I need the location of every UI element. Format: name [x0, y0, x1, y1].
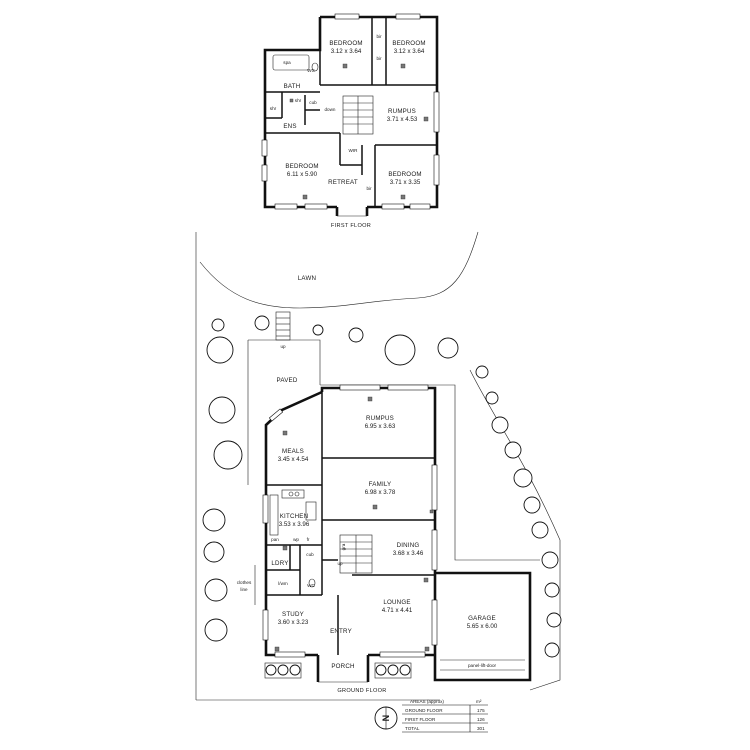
gf-cub-label: cub	[306, 552, 314, 557]
compass-letter: N	[381, 715, 391, 722]
areas-row-value: 175	[477, 708, 485, 713]
gf-laundry-label: LDRY	[271, 560, 288, 567]
gf-rumpus-label: RUMPUS	[366, 415, 394, 422]
ff-bedroom-tr-label: BEDROOM	[392, 40, 425, 47]
gf-stair-up-label: up	[337, 561, 343, 566]
ff-rumpus-size: 3.71 x 4.53	[387, 116, 418, 123]
first-floor-caption: FIRST FLOOR	[331, 223, 371, 229]
ground-floor-plan	[262, 384, 532, 683]
gf-kitchen-label: KITCHEN	[280, 513, 309, 520]
areas-row-label: TOTAL	[405, 726, 420, 731]
porch-planters	[264, 662, 412, 679]
areas-table	[402, 704, 488, 733]
areas-row-value: 126	[477, 717, 485, 722]
ff-wc-label: WC	[307, 68, 315, 73]
clothes-line-label-1: clothes	[237, 580, 252, 585]
areas-row-label: FIRST FLOOR	[405, 717, 436, 722]
gf-dining-size: 3.68 x 3.46	[393, 550, 424, 557]
gf-rumpus-size: 6.95 x 3.63	[365, 423, 396, 430]
gf-porch-label: PORCH	[331, 663, 354, 670]
gf-meals-label: MEALS	[282, 448, 304, 455]
gf-family-size: 6.98 x 3.78	[365, 489, 396, 496]
ff-bedroom-tr-size: 3.12 x 3.64	[394, 48, 425, 55]
ff-spa-label: spa	[283, 60, 291, 65]
paved-label: PAVED	[276, 377, 297, 384]
gf-lwm-label: l/wm	[278, 581, 288, 586]
gf-wc-label: WC	[307, 583, 315, 588]
gf-panel-lift-door-label: panel-lift-door	[468, 663, 497, 668]
ff-cub-label: cub	[309, 100, 317, 105]
ff-master-bedroom-label: BEDROOM	[285, 163, 318, 170]
gf-garage-size: 5.65 x 6.00	[467, 623, 498, 630]
gf-garage-label: GARAGE	[468, 615, 496, 622]
areas-row-value: 301	[477, 726, 485, 731]
lawn-label: LAWN	[298, 275, 316, 282]
ff-shr-label-2: shr	[270, 106, 277, 111]
gf-entry-label: ENTRY	[330, 628, 352, 635]
ff-rumpus-label: RUMPUS	[388, 108, 416, 115]
ff-bedroom-tl-size: 3.12 x 3.64	[331, 48, 362, 55]
gf-gra-label: gra	[341, 543, 346, 550]
ff-ens-label: ENS	[283, 123, 296, 130]
clothes-line-label-2: line	[240, 587, 248, 592]
ff-bir-label-3: bir	[366, 186, 372, 191]
areas-table-unit: m²	[476, 699, 482, 704]
ff-bir-label-2: bir	[376, 56, 382, 61]
ff-retreat-label: RETREAT	[328, 179, 358, 186]
ff-master-bedroom-size: 6.11 x 5.90	[287, 171, 318, 178]
ff-shr-label-1: shr	[295, 98, 302, 103]
gf-kitchen-size: 3.53 x 3.96	[279, 521, 310, 528]
gf-study-label: STUDY	[282, 611, 304, 618]
gf-meals-size: 3.45 x 4.54	[278, 456, 309, 463]
ff-bath-label: BATH	[284, 83, 301, 90]
areas-row-label: GROUND FLOOR	[405, 708, 443, 713]
ff-bir-label-1: bir	[376, 34, 382, 39]
gf-lounge-label: LOUNGE	[383, 599, 410, 606]
gf-dining-label: DINING	[397, 542, 420, 549]
ff-bedroom-tl-label: BEDROOM	[329, 40, 362, 47]
ff-bedroom-br-size: 3.71 x 3.35	[390, 179, 421, 186]
ff-down-label: down	[325, 107, 336, 112]
gf-study-size: 3.60 x 3.23	[278, 619, 309, 626]
areas-table-title: AREAS (approx)	[410, 699, 444, 704]
gf-lounge-size: 4.71 x 4.41	[382, 607, 413, 614]
ground-floor-caption: GROUND FLOOR	[337, 688, 386, 694]
ff-bedroom-br-label: BEDROOM	[388, 171, 421, 178]
ff-wir-label: WIR	[349, 148, 359, 153]
site-boundary	[195, 231, 561, 701]
steps-up-label: up	[280, 344, 286, 349]
north-compass-icon: N	[374, 706, 398, 730]
gf-family-label: FAMILY	[369, 481, 392, 488]
garden-trees	[202, 315, 562, 658]
gf-fridge-label: fr	[307, 537, 310, 542]
gf-pantry-label: pan	[271, 537, 279, 542]
gf-wp-label: wp	[293, 537, 299, 542]
first-floor-plan	[261, 13, 440, 217]
